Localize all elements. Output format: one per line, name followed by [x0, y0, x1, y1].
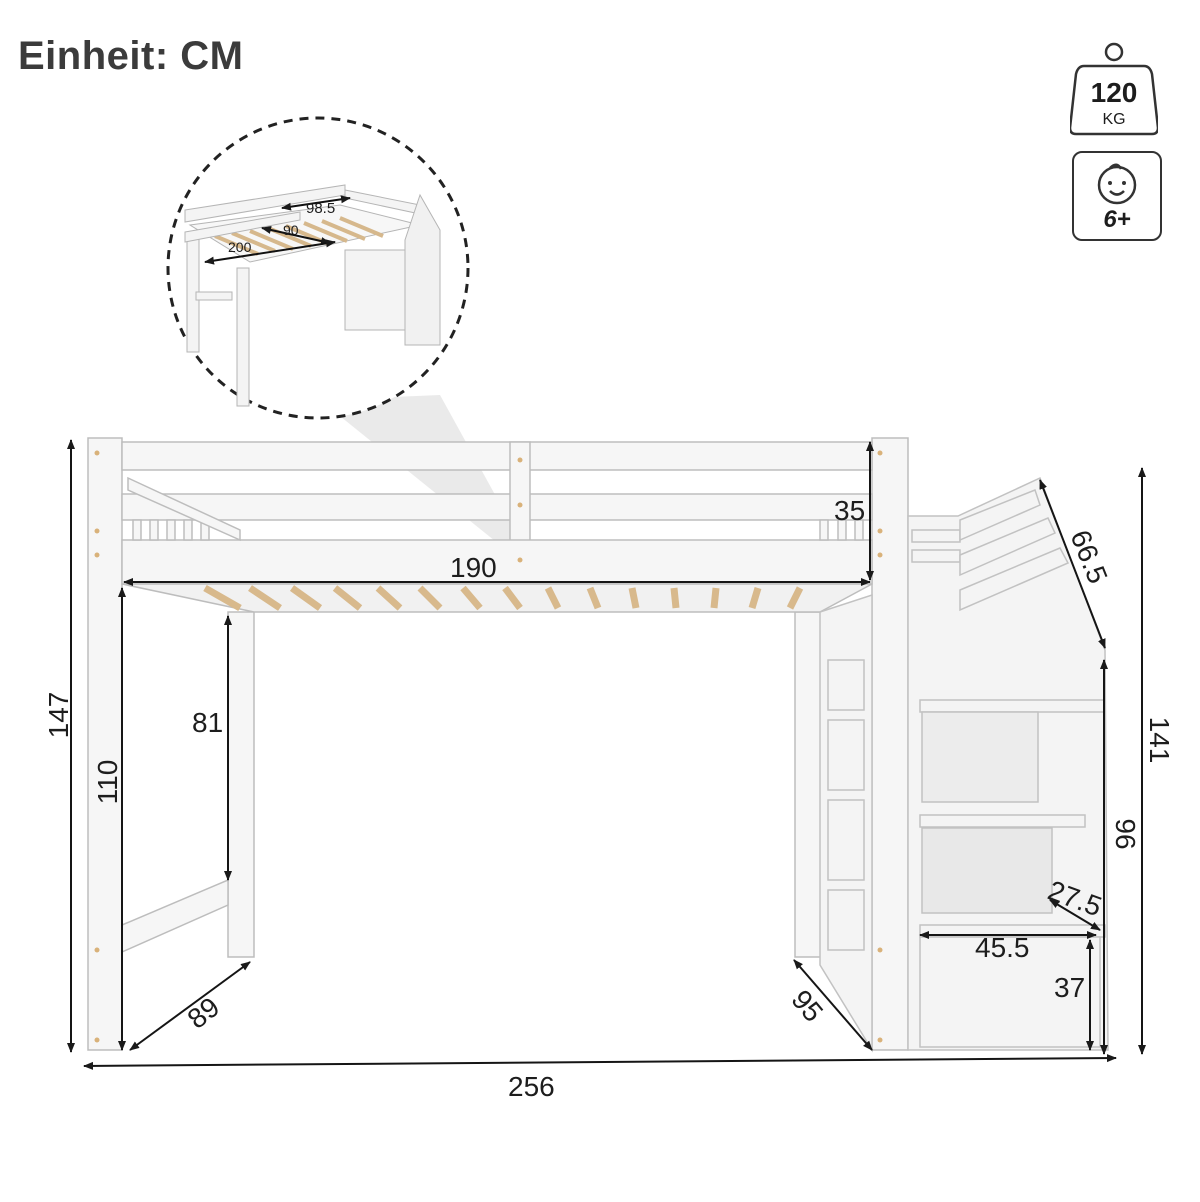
inset-cabinet: [344, 249, 416, 331]
screw-dots: [94, 450, 883, 1043]
unit-label: Einheit: CM: [18, 34, 244, 78]
weight-icon: 120 KG: [1068, 42, 1160, 136]
dim-cabinet-depth: 95: [785, 984, 829, 1028]
age-label: 6+: [1103, 206, 1130, 233]
weight-unit: KG: [1102, 111, 1125, 128]
dim-total-height: 147: [43, 692, 74, 739]
dim-stair-width: 45.5: [975, 932, 1030, 963]
bed-slats: [203, 584, 804, 612]
inset-dim-length: 200: [228, 239, 252, 255]
inset-dim-width: 90: [283, 222, 299, 238]
dim-frame-depth: 89: [182, 991, 226, 1035]
inset-dim-outer-width: 98.5: [306, 200, 335, 217]
weight-value: 120: [1091, 77, 1138, 108]
dim-under-bed-height: 110: [92, 760, 123, 805]
bed-frame: [87, 437, 909, 1051]
dim-total-length: 256: [508, 1071, 555, 1102]
right-post: [871, 437, 909, 1051]
inset-stairs: [404, 193, 441, 346]
stair-drawer: [919, 936, 1101, 1048]
dim-stair-cabinet-height: 96: [1110, 818, 1141, 849]
child-face-icon: 6+: [1097, 163, 1137, 233]
dim-guardrail-height: 35: [834, 495, 865, 526]
guard-rail-top: [121, 441, 873, 471]
stair-step: [919, 699, 1106, 713]
inset-leg: [236, 267, 250, 407]
storage-cabinet: [819, 593, 873, 1053]
dim-leg-opening-height: 81: [192, 707, 223, 738]
rear-left-leg: [227, 611, 255, 958]
dimension-lines: [67, 439, 1146, 1070]
left-post: [87, 437, 123, 1051]
age-badge: 6+: [1072, 151, 1162, 241]
dim-drawer-height: 37: [1054, 972, 1085, 1003]
dim-stair-total-height: 141: [1144, 717, 1175, 764]
dim-bed-length: 190: [450, 552, 497, 583]
max-weight-badge: 120 KG: [1068, 40, 1160, 136]
stair-step: [919, 814, 1086, 828]
inset-view: 98.5 90 200: [166, 116, 470, 420]
